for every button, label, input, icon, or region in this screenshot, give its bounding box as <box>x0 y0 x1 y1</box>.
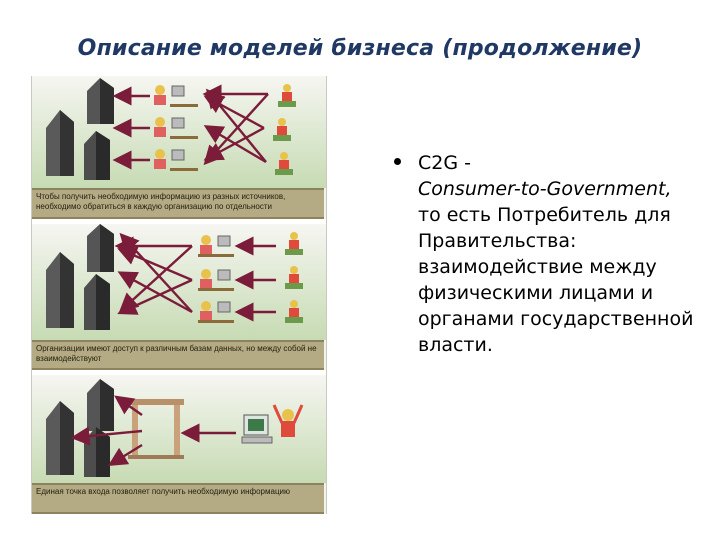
office-worker-icon <box>198 269 234 291</box>
building-icon <box>46 401 74 475</box>
building-icon <box>87 78 114 124</box>
panel-1-caption: Чтобы получить необходимую информацию из… <box>32 188 324 219</box>
diagram-panel-3: Единая точка входа позволяет получить не… <box>32 375 326 514</box>
slide-title: Описание моделей бизнеса (продолжение) <box>77 36 643 61</box>
panel-2-illustration <box>32 224 326 340</box>
flow-arrows <box>112 84 269 170</box>
panel-3-caption-text: Единая точка входа позволяет получить не… <box>36 487 290 496</box>
bullet-term-abbrev: C2G - <box>418 152 471 174</box>
building-icon <box>46 110 74 176</box>
building-icon <box>84 427 110 477</box>
office-worker-icon <box>154 117 198 139</box>
citizen-icon <box>273 118 291 141</box>
building-icon <box>87 379 114 431</box>
bullet-dot <box>394 158 401 165</box>
citizen-icon <box>285 232 303 255</box>
citizen-computer-icon <box>241 404 304 444</box>
panel-3-illustration <box>32 375 326 483</box>
office-worker-icon <box>198 235 234 257</box>
office-worker-icon <box>154 85 198 107</box>
building-icon <box>84 274 110 330</box>
bullet-text: C2G - Consumer-to-Government, то есть По… <box>418 150 704 358</box>
building-icon <box>84 131 110 180</box>
panel-2-caption: Организации имеют доступ к различным баз… <box>32 340 324 370</box>
flow-arrows <box>114 232 276 322</box>
citizen-icon <box>285 300 303 323</box>
building-icon <box>46 252 74 328</box>
citizen-icon <box>285 266 303 289</box>
diagram-panel-1: Чтобы получить необходимую информацию из… <box>32 76 326 219</box>
bullet-item: C2G - Consumer-to-Government, то есть По… <box>394 150 704 358</box>
panel-1-illustration <box>32 76 326 188</box>
panel-2-caption-text: Организации имеют доступ к различным баз… <box>36 344 317 363</box>
panel-divider <box>32 219 326 224</box>
panel-1-caption-text: Чтобы получить необходимую информацию из… <box>36 192 286 211</box>
flow-arrows <box>70 395 236 467</box>
panel-divider <box>32 370 326 375</box>
panel-3-caption: Единая точка входа позволяет получить не… <box>32 483 324 514</box>
citizen-icon <box>278 84 296 107</box>
citizen-icon <box>275 152 293 175</box>
diagram-panel-2: Организации имеют доступ к различным баз… <box>32 224 326 370</box>
bullet-term-full: Consumer-to-Government, <box>418 178 672 200</box>
office-worker-icon <box>198 301 234 323</box>
bullet-description: то есть Потребитель для Правительства: в… <box>418 204 694 356</box>
building-icon <box>87 224 114 272</box>
c2g-diagram-figure: Чтобы получить необходимую информацию из… <box>31 76 327 514</box>
office-worker-icon <box>154 149 198 171</box>
